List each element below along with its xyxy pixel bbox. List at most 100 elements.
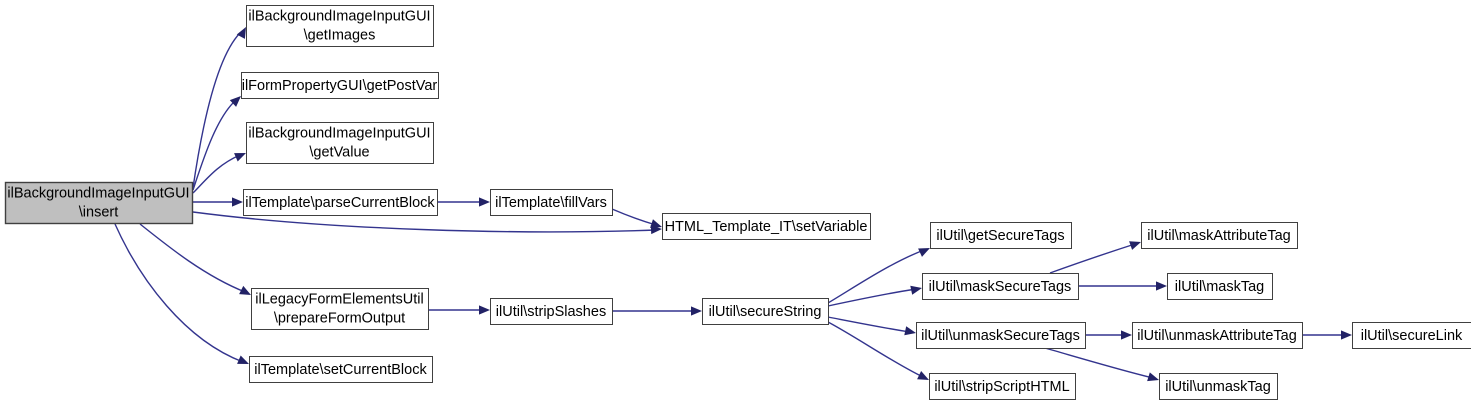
edge-unmaskSecureTags-to-unmaskTag — [1044, 347, 1159, 382]
node-box[interactable] — [490, 189, 613, 216]
node-box[interactable] — [1159, 373, 1278, 400]
arrowhead-icon — [904, 326, 916, 336]
graph-node-unmaskTag[interactable]: ilUtil\unmaskTag — [1159, 373, 1278, 400]
node-box[interactable] — [1352, 322, 1471, 349]
node-label-line1: ilUtil\secureLink — [1361, 328, 1463, 344]
graph-node-prepareFormOutput[interactable]: ilLegacyFormElementsUtil \prepareFormOutp… — [251, 288, 429, 330]
arrowhead-icon — [234, 153, 246, 162]
graph-node-getValue[interactable]: ilBackgroundImageInputGUI \getValue — [246, 122, 434, 164]
node-label-line1: ilTemplate\fillVars — [495, 195, 607, 211]
node-label-line1: ilTemplate\setCurrentBlock — [254, 362, 427, 378]
node-box[interactable] — [1167, 273, 1273, 300]
node-label-line1: HTML_Template_IT\setVariable — [665, 219, 868, 235]
arrowhead-icon — [918, 248, 930, 257]
edge-insert-to-getImages — [192, 27, 246, 189]
arrowhead-icon — [239, 285, 251, 295]
edge-insert-to-parseCurrentBlock — [193, 197, 243, 207]
node-box[interactable] — [702, 298, 829, 325]
graph-node-getImages[interactable]: ilBackgroundImageInputGUI \getImages — [246, 5, 434, 47]
node-label-line2: \insert — [79, 204, 119, 220]
graph-node-unmaskSecureTags[interactable]: ilUtil\unmaskSecureTags — [916, 322, 1086, 349]
node-label-line1: ilBackgroundImageInputGUI — [7, 185, 189, 201]
edge-stripSlashes-to-secureString — [612, 306, 702, 316]
node-box[interactable] — [246, 122, 434, 164]
node-box[interactable] — [929, 373, 1076, 400]
edge-prepareFormOutput-to-stripSlashes — [428, 305, 490, 315]
arrowhead-icon — [237, 355, 249, 364]
node-label-line1: ilBackgroundImageInputGUI — [248, 125, 430, 141]
node-box[interactable] — [251, 288, 429, 330]
node-box[interactable] — [241, 72, 439, 99]
node-box[interactable] — [249, 356, 433, 383]
node-label-line1: ilUtil\stripSlashes — [496, 304, 606, 320]
arrowhead-icon — [479, 197, 490, 207]
graph-node-fillVars[interactable]: ilTemplate\fillVars — [490, 189, 613, 216]
node-label-line1: ilUtil\maskAttributeTag — [1147, 228, 1290, 244]
node-box[interactable] — [490, 298, 613, 325]
edge-unmaskSecureTags-to-unmaskAttributeTag — [1085, 330, 1132, 340]
graph-node-parseCurrentBlock[interactable]: ilTemplate\parseCurrentBlock — [243, 189, 438, 216]
edge-secureString-to-getSecureTags — [827, 248, 930, 304]
node-box[interactable] — [930, 222, 1072, 249]
node-label-line1: ilFormPropertyGUI\getPostVar — [242, 78, 438, 94]
node-label-line1: ilUtil\unmaskTag — [1165, 379, 1271, 395]
arrowhead-icon — [1121, 330, 1132, 340]
edge-maskSecureTags-to-maskAttributeTag — [1049, 241, 1141, 274]
node-box[interactable] — [662, 213, 871, 240]
node-label-line1: ilTemplate\parseCurrentBlock — [245, 195, 435, 211]
graph-node-setVariable[interactable]: HTML_Template_IT\setVariable — [662, 213, 871, 240]
graph-node-maskSecureTags[interactable]: ilUtil\maskSecureTags — [922, 273, 1079, 300]
graph-node-getPostVar[interactable]: ilFormPropertyGUI\getPostVar — [241, 72, 439, 99]
node-label-line1: ilUtil\unmaskAttributeTag — [1137, 328, 1297, 344]
arrowhead-icon — [1129, 241, 1141, 250]
node-label-line1: ilLegacyFormElementsUtil — [255, 291, 423, 307]
node-label-line1: ilBackgroundImageInputGUI — [248, 8, 430, 24]
edge-layer — [114, 27, 1352, 382]
graph-node-maskAttributeTag[interactable]: ilUtil\maskAttributeTag — [1141, 222, 1298, 249]
edge-secureString-to-stripScriptHTML — [827, 321, 929, 380]
node-label-line1: ilUtil\unmaskSecureTags — [921, 328, 1080, 344]
arrowhead-icon — [1341, 330, 1352, 340]
node-box[interactable] — [922, 273, 1079, 300]
arrowhead-icon — [650, 219, 662, 228]
node-box[interactable] — [246, 5, 434, 47]
edge-insert-to-getValue — [192, 153, 246, 194]
edge-secureString-to-maskSecureTags — [827, 285, 922, 307]
graph-node-getSecureTags[interactable]: ilUtil\getSecureTags — [930, 222, 1072, 249]
graph-node-stripScriptHTML[interactable]: ilUtil\stripScriptHTML — [929, 373, 1076, 400]
node-label-line1: ilUtil\getSecureTags — [936, 228, 1064, 244]
arrowhead-icon — [236, 27, 246, 39]
node-layer: ilBackgroundImageInputGUI\insertilBackgr… — [4, 5, 1471, 400]
node-label-line1: ilUtil\secureString — [709, 304, 822, 320]
graph-node-unmaskAttributeTag[interactable]: ilUtil\unmaskAttributeTag — [1132, 322, 1303, 349]
arrowhead-icon — [917, 371, 929, 380]
arrowhead-icon — [1147, 372, 1159, 382]
graph-node-stripSlashes[interactable]: ilUtil\stripSlashes — [490, 298, 613, 325]
arrowhead-icon — [910, 285, 922, 295]
edge-insert-to-getPostVar — [192, 96, 241, 191]
node-label-line2: \prepareFormOutput — [274, 310, 405, 326]
node-box[interactable] — [1132, 322, 1303, 349]
node-box[interactable] — [4, 181, 194, 225]
edge-secureString-to-unmaskSecureTags — [827, 316, 916, 336]
node-box[interactable] — [916, 322, 1086, 349]
arrowhead-icon — [691, 306, 702, 316]
graph-node-setCurrentBlock[interactable]: ilTemplate\setCurrentBlock — [249, 356, 433, 383]
node-box[interactable] — [1141, 222, 1298, 249]
arrowhead-icon — [229, 96, 241, 107]
edge-maskSecureTags-to-maskTag — [1078, 281, 1167, 291]
node-label-line1: ilUtil\stripScriptHTML — [934, 379, 1069, 395]
node-label-line2: \getImages — [304, 27, 376, 43]
graph-node-secureString[interactable]: ilUtil\secureString — [702, 298, 829, 325]
node-box[interactable] — [243, 189, 438, 216]
graph-node-insert[interactable]: ilBackgroundImageInputGUI \insert — [4, 181, 194, 225]
edge-unmaskAttributeTag-to-secureLink — [1302, 330, 1352, 340]
edge-fillVars-to-setVariable — [611, 208, 662, 228]
node-label-line1: ilUtil\maskTag — [1175, 279, 1264, 295]
graph-node-secureLink[interactable]: ilUtil\secureLink — [1352, 322, 1471, 349]
graph-node-maskTag[interactable]: ilUtil\maskTag — [1167, 273, 1273, 300]
node-label-line2: \getValue — [309, 144, 369, 160]
node-label-line1: ilUtil\maskSecureTags — [929, 279, 1072, 295]
